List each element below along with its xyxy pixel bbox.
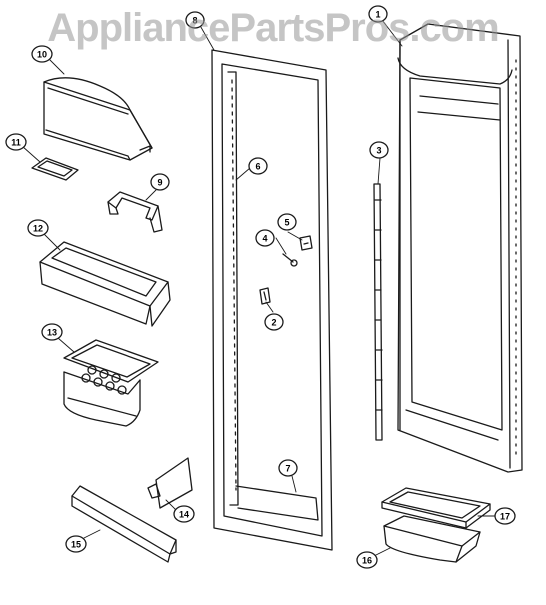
svg-text:6: 6	[255, 162, 260, 172]
svg-text:13: 13	[47, 328, 57, 338]
svg-text:2: 2	[271, 318, 276, 328]
callout-10: 10	[31, 45, 53, 63]
callout-2: 2	[264, 313, 284, 331]
callout-9: 9	[150, 173, 170, 191]
small-tray	[31, 157, 79, 181]
callout-17: 17	[494, 507, 516, 525]
callout-6: 6	[248, 157, 268, 175]
svg-text:1: 1	[375, 10, 380, 20]
svg-text:5: 5	[284, 218, 289, 228]
callout-11: 11	[5, 133, 27, 151]
svg-text:4: 4	[262, 234, 267, 244]
svg-text:8: 8	[192, 16, 197, 26]
svg-text:12: 12	[33, 224, 43, 234]
callout-5: 5	[277, 213, 297, 231]
callout-13: 13	[41, 323, 63, 341]
screw-part	[282, 253, 298, 267]
callout-8: 8	[185, 11, 205, 29]
handle-bracket	[107, 191, 163, 233]
crisper-pan	[383, 515, 481, 563]
svg-text:11: 11	[11, 138, 21, 148]
callout-1: 1	[368, 5, 388, 23]
svg-text:15: 15	[71, 540, 81, 550]
bin-divider	[147, 457, 193, 509]
callout-16: 16	[356, 551, 378, 569]
bracket-part	[259, 287, 271, 305]
crisper-lid	[381, 487, 491, 529]
covered-shelf	[43, 77, 153, 161]
svg-text:3: 3	[376, 146, 381, 156]
svg-text:9: 9	[157, 178, 162, 188]
svg-text:16: 16	[362, 556, 372, 566]
svg-text:14: 14	[179, 510, 189, 520]
retainer-bar	[71, 485, 177, 563]
door-liner	[397, 23, 523, 473]
svg-text:7: 7	[285, 464, 290, 474]
callout-4: 4	[255, 229, 275, 247]
callout-labels: 1 2 3 4 5 6 7 8 9 10 11 12 13 14 15 16 1…	[5, 5, 516, 569]
ice-bucket	[63, 339, 159, 427]
door-frame	[211, 49, 333, 551]
hinge-strip	[373, 183, 383, 441]
door-bin	[39, 241, 171, 327]
callout-12: 12	[27, 219, 49, 237]
callout-7: 7	[278, 459, 298, 477]
svg-text:17: 17	[500, 512, 510, 522]
callout-15: 15	[65, 535, 87, 553]
callout-14: 14	[173, 505, 195, 523]
svg-text:10: 10	[37, 50, 47, 60]
callout-3: 3	[369, 141, 389, 159]
clip-part	[299, 235, 313, 251]
